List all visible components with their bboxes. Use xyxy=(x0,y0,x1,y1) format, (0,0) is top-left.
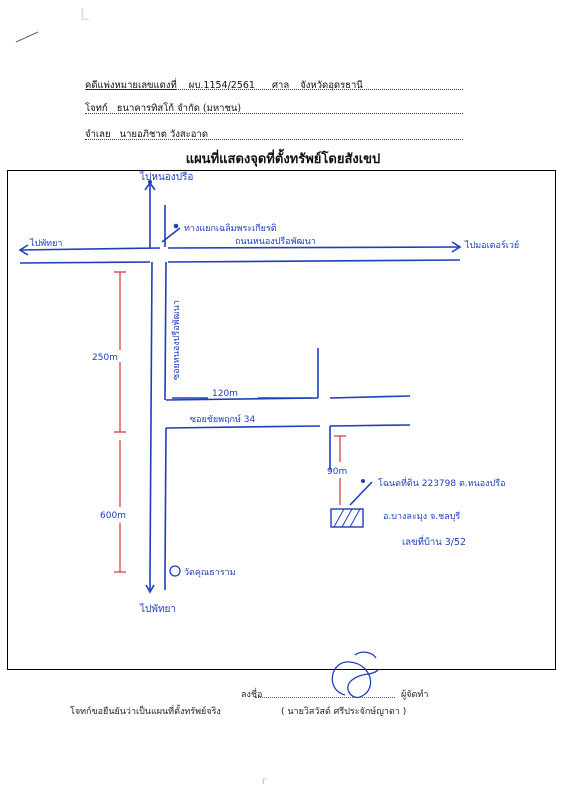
certify-text: โจทก์ขอยืนยันว่าเป็นแผนที่ตั้งทรัพย์จริง xyxy=(70,707,221,717)
main-road-right-bottom xyxy=(167,259,461,263)
label-to-pattaya-left: ไปพัทยา xyxy=(29,238,62,249)
case-number: ผบ.1154/2561 xyxy=(188,80,255,91)
faint-page-mark: ᒥ xyxy=(262,777,267,786)
map-frame xyxy=(7,170,556,670)
case-label: คดีแพ่งหมายเลขแดงที่ xyxy=(85,80,177,91)
south-arrow-tails xyxy=(149,575,166,590)
temple-icon xyxy=(169,565,181,577)
plaintiff-line: โจทก์ ธนาคารทิสโก้ จำกัด (มหาชน) xyxy=(85,101,241,116)
defendant-name: นายอภิชาต วังสะอาด xyxy=(119,129,208,140)
label-dist-250: 250m xyxy=(92,353,118,363)
label-soi-vertical: ซอยหนองปรือพัฒนา xyxy=(171,300,182,380)
label-dist-120: 120m xyxy=(212,389,238,399)
label-deed: โฉนดที่ดิน 223798 ต.หนองปรือ xyxy=(378,476,506,489)
soi34-bottom xyxy=(165,425,321,429)
defendant-label: จำเลย xyxy=(85,129,111,140)
plaintiff-name: ธนาคารทิสโก้ จำกัด (มหาชน) xyxy=(116,103,242,114)
east-arrowhead xyxy=(451,241,462,253)
roads xyxy=(18,181,462,594)
deed-dot xyxy=(361,479,365,483)
south-road-left xyxy=(149,261,153,576)
label-house-no: เลขที่บ้าน 3/52 xyxy=(402,535,466,548)
measure-lines xyxy=(114,271,346,573)
signature-mark xyxy=(331,651,379,699)
label-to-motorway: ไปมอเตอร์เวย์ xyxy=(464,239,519,251)
south-arrowhead xyxy=(145,584,155,594)
north-dot xyxy=(148,180,152,184)
label-to-pattaya-bottom: ไปพัทยา xyxy=(139,603,176,615)
west-arrowhead xyxy=(18,244,29,256)
label-district: อ.บางละมุง จ.ชลบุรี xyxy=(383,511,460,522)
sign-label: ลงชื่อ xyxy=(241,690,263,700)
intersection-dot xyxy=(173,223,179,229)
main-road-left-bottom xyxy=(19,261,151,264)
faint-mark: ᒪ xyxy=(80,5,89,24)
soi34-extension-top xyxy=(329,395,411,399)
label-dist-600: 600m xyxy=(100,511,126,521)
court-name: จังหวัดอุดรธานี xyxy=(300,80,363,91)
header-rule-1 xyxy=(85,89,463,90)
property-hatching xyxy=(333,508,361,528)
plaintiff-label: โจทก์ xyxy=(85,103,108,114)
main-road-left-top xyxy=(19,247,161,251)
intersection-pointer xyxy=(161,227,181,243)
case-number-line: คดีแพ่งหมายเลขแดงที่ ผบ.1154/2561 ศาล จั… xyxy=(85,78,363,93)
signer-name: ( นายวิสวัสด์ ศรีประจักษ์ญาดา ) xyxy=(281,707,407,717)
south-road-right-bottom xyxy=(164,427,167,576)
scribble-mark xyxy=(15,31,39,43)
header-rule-3 xyxy=(85,139,463,140)
soi34-extension-bottom xyxy=(329,424,411,427)
label-intersection: ทางแยกเฉลิมพระเกียรติ xyxy=(184,223,277,234)
court-label: ศาล xyxy=(272,80,290,91)
label-dist-90: 90m xyxy=(327,467,347,477)
label-soi-34: ซอยชัยพฤกษ์ 34 xyxy=(190,413,256,425)
header-rule-2 xyxy=(85,113,463,114)
signature-rule xyxy=(255,697,395,698)
map-title: แผนที่แสดงจุดที่ตั้งทรัพย์โดยสังเขป xyxy=(185,152,381,167)
label-to-nong-prue: ไปหนองปรือ xyxy=(139,171,193,183)
label-temple: วัดคุณธาราม xyxy=(184,568,236,578)
deed-pointer xyxy=(349,481,373,506)
main-road-right-top xyxy=(167,246,461,249)
defendant-line: จำเลย นายอภิชาต วังสะอาด xyxy=(85,127,208,142)
label-main-road: ถนนหนองปรือพัฒนา xyxy=(235,236,316,247)
south-road-right-top xyxy=(164,261,167,401)
signer-role: ผู้จัดทำ xyxy=(401,690,429,700)
property-parcel xyxy=(330,508,364,528)
